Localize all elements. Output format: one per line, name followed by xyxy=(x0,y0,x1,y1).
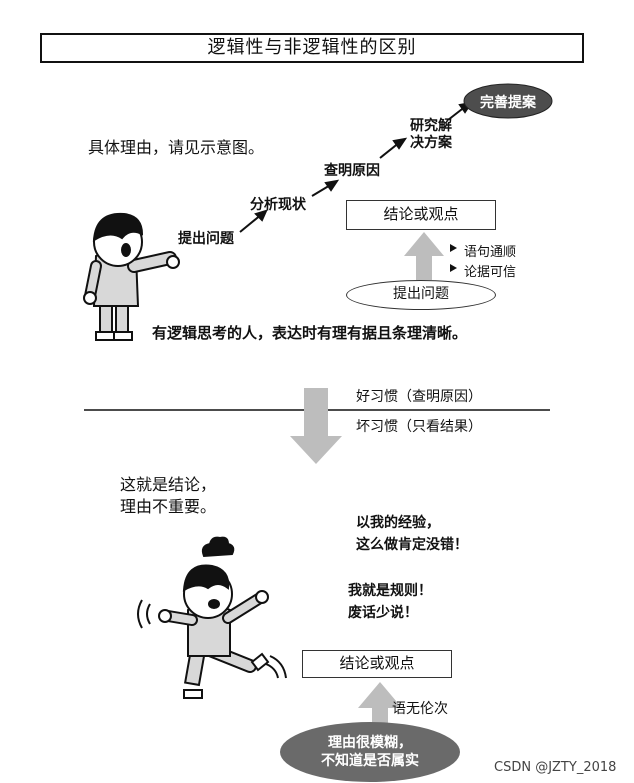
goal-oval xyxy=(464,84,552,118)
base-oval-top: 提出问题 xyxy=(346,280,496,310)
vague-reason-text: 理由很模糊， 不知道是否属实 xyxy=(321,735,419,769)
down-arrow xyxy=(290,388,342,464)
up-arrow-bottom xyxy=(358,682,402,724)
bullet-icon xyxy=(450,264,457,272)
conclusion-box-bottom: 结论或观点 xyxy=(302,650,452,678)
incoherent-label: 语无伦次 xyxy=(392,701,448,717)
diagram-title: 逻辑性与非逻辑性的区别 xyxy=(40,33,584,63)
bad-habit-label: 坏习惯（只看结果） xyxy=(356,419,482,435)
step-label-3: 查明原因 xyxy=(324,163,380,179)
step-label-1: 提出问题 xyxy=(178,231,234,247)
step-label-4: 研究解 决方案 xyxy=(410,118,452,151)
step-label-2: 分析现状 xyxy=(250,197,306,213)
up-arrow-top xyxy=(404,232,444,280)
vague-reason-oval xyxy=(280,722,460,782)
conclusion-box-top: 结论或观点 xyxy=(346,200,496,230)
stubborn-person-figure xyxy=(137,536,287,699)
top-caption: 有逻辑思考的人，表达时有理有据且条理清晰。 xyxy=(152,324,468,342)
speech-bubble-rules: 我就是规则！ 废话少说！ xyxy=(348,583,432,621)
speech-bubble-experience: 以我的经验， 这么做肯定没错！ xyxy=(356,515,468,553)
good-habit-label: 好习惯（查明原因） xyxy=(356,389,482,405)
goal-label: 完善提案 xyxy=(480,95,536,111)
intro-text: 具体理由，请见示意图。 xyxy=(88,138,265,157)
bullet-coherent: 语句通顺 xyxy=(464,245,517,260)
bullet-credible: 论据可信 xyxy=(464,265,517,280)
bullet-icon xyxy=(450,244,457,252)
thinking-person-figure xyxy=(83,212,180,341)
speech-bubble-left: 这就是结论， 理由不重要。 xyxy=(120,475,217,516)
watermark: CSDN @JZTY_2018 xyxy=(494,760,617,775)
